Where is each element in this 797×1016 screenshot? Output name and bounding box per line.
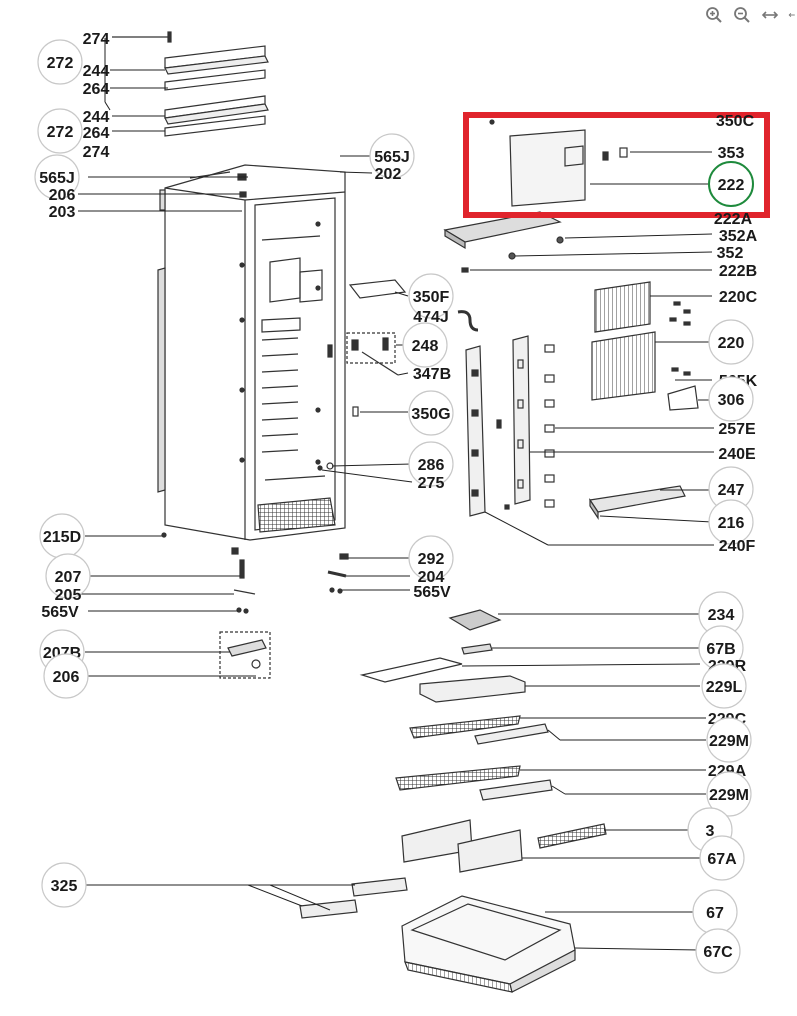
callout-label-353: 353 xyxy=(718,145,745,162)
callout-label-272b: 272 xyxy=(47,124,74,141)
callout-label-274a: 274 xyxy=(83,31,110,48)
callout-label-206a: 206 xyxy=(49,187,76,204)
freezer-tray xyxy=(443,211,564,273)
callout-label-306: 306 xyxy=(718,392,745,409)
callout-label-264a: 264 xyxy=(83,81,110,98)
leader-lines xyxy=(78,38,714,951)
callout-label-67c: 67C xyxy=(703,944,733,961)
callout-label-220: 220 xyxy=(718,335,745,352)
callout-label-220c: 220C xyxy=(719,289,758,306)
callout-label-257e: 257E xyxy=(718,421,756,438)
callout-label-565jb: 565J xyxy=(39,170,75,187)
callout-label-229l: 229L xyxy=(706,679,743,696)
freezer-door xyxy=(489,119,628,207)
callout-circle xyxy=(708,161,754,207)
callout-circle xyxy=(708,376,754,422)
callout-label-229mb: 229M xyxy=(709,787,749,804)
callout-label-234: 234 xyxy=(708,607,735,624)
callout-label-347b: 347B xyxy=(413,366,451,383)
callout-label-325: 325 xyxy=(51,878,78,895)
callout-circle xyxy=(708,499,754,545)
lower-parts xyxy=(299,609,607,993)
callout-label-204: 204 xyxy=(418,569,445,586)
callout-label-229ma: 229M xyxy=(709,733,749,750)
callout-label-264b: 264 xyxy=(83,125,110,142)
zoom-out-icon[interactable] xyxy=(731,4,753,26)
callout-label-352a: 352A xyxy=(719,228,758,245)
collapse-icon[interactable] xyxy=(787,4,797,26)
callout-circle xyxy=(402,322,448,368)
callout-circle xyxy=(37,108,83,154)
callout-circle xyxy=(34,154,80,200)
top-strips-upper xyxy=(112,31,269,137)
callout-circle xyxy=(695,928,741,974)
fridge-cabinet xyxy=(157,164,346,541)
evaporator-panels xyxy=(591,281,699,411)
callout-label-244b: 244 xyxy=(83,109,110,126)
callout-circle xyxy=(369,133,415,179)
callout-label-275: 275 xyxy=(418,475,445,492)
callout-circle xyxy=(45,553,91,599)
door-rails xyxy=(465,335,555,517)
callout-circle xyxy=(708,319,754,365)
hinge-parts xyxy=(161,532,349,679)
callout-label-565va: 565V xyxy=(413,584,451,601)
callout-label-67: 67 xyxy=(706,905,724,922)
callout-label-286: 286 xyxy=(418,457,445,474)
callout-label-565vb: 565V xyxy=(41,604,79,621)
callout-label-272a: 272 xyxy=(47,55,74,72)
zoom-in-icon[interactable] xyxy=(703,4,725,26)
callout-circle xyxy=(37,39,83,85)
callout-label-350c: 350C xyxy=(716,113,755,130)
callout-label-352: 352 xyxy=(717,245,744,262)
callout-label-3: 3 xyxy=(706,823,715,840)
callout-circle xyxy=(408,390,454,436)
callout-label-222a: 222A xyxy=(714,211,753,228)
highlight-box xyxy=(463,112,770,218)
callout-label-215d: 215D xyxy=(43,529,81,546)
callout-label-206b: 206 xyxy=(53,669,80,686)
callout-label-248: 248 xyxy=(412,338,439,355)
callout-label-244a: 244 xyxy=(83,63,110,80)
callout-circle xyxy=(408,535,454,581)
callout-label-240f: 240F xyxy=(719,538,756,555)
callout-circle xyxy=(43,653,89,699)
mid-small-parts xyxy=(317,279,479,471)
callout-label-203: 203 xyxy=(49,204,76,221)
callout-label-240e: 240E xyxy=(718,446,756,463)
callout-label-222b: 222B xyxy=(719,263,757,280)
callout-circle xyxy=(706,717,752,763)
callout-circle xyxy=(699,835,745,881)
door-shelf xyxy=(588,485,686,520)
callout-label-67b: 67B xyxy=(706,641,735,658)
callout-circle xyxy=(706,771,752,817)
callout-circle xyxy=(701,663,747,709)
callout-circle xyxy=(41,862,87,908)
callout-circle xyxy=(408,441,454,487)
callout-label-350f: 350F xyxy=(413,289,450,306)
callout-label-216: 216 xyxy=(718,515,745,532)
callout-label-67a: 67A xyxy=(707,851,737,868)
callout-label-274b: 274 xyxy=(83,144,110,161)
callout-label-207a: 207 xyxy=(55,569,82,586)
callout-label-247: 247 xyxy=(718,482,745,499)
callout-label-565ja: 565J xyxy=(374,149,410,166)
callout-label-205: 205 xyxy=(55,587,82,604)
parts-illustration xyxy=(78,31,714,993)
callout-label-474j: 474J xyxy=(413,309,449,326)
callout-label-222: 222 xyxy=(718,177,745,194)
viewer-toolbar xyxy=(703,4,797,26)
fit-width-icon[interactable] xyxy=(759,4,781,26)
callout-circle xyxy=(408,273,454,319)
callout-label-292: 292 xyxy=(418,551,445,568)
callout-label-202: 202 xyxy=(375,166,402,183)
callout-label-350g: 350G xyxy=(411,406,450,423)
